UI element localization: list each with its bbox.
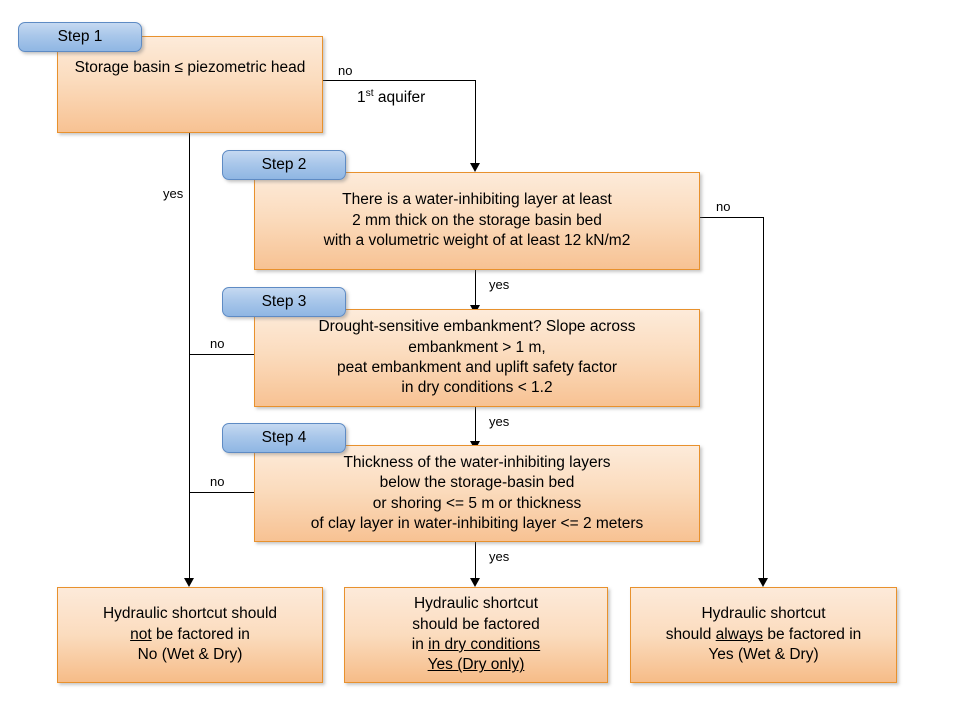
step2-line-2: 2 mm thick on the storage basin bed [352,211,602,229]
edge-label-step4-yes: yes [489,549,510,564]
aquifer-ordinal: st [365,88,374,99]
connector-step1-no-vertical [475,80,477,164]
step4-text: Thickness of the water-inhibiting layers… [255,453,699,535]
step2-badge[interactable]: Step 2 [222,150,346,180]
step3-box[interactable]: Drought-sensitive embankment? Slope acro… [254,309,700,407]
connector-step1-no-horizontal [322,80,476,82]
arrow-into-result-right [758,578,768,587]
result-middle-line-2: should be factored [412,615,540,633]
step4-badge-label: Step 4 [261,429,307,446]
aquifer-word: aquifer [373,89,426,107]
step1-box[interactable]: Storage basin ≤ piezometric head [57,36,323,133]
result-right-box[interactable]: Hydraulic shortcut should always be fact… [630,587,897,683]
connector-step2-no-horizontal [700,217,764,219]
result-middle-box[interactable]: Hydraulic shortcut should be factored in… [344,587,608,683]
result-right-line-2-suffix: be factored in [763,625,862,643]
step1-badge[interactable]: Step 1 [18,22,142,52]
step2-line-1: There is a water-inhibiting layer at lea… [342,191,612,209]
step1-text: Storage basin ≤ piezometric head [58,37,322,78]
step2-badge-label: Step 2 [261,156,307,173]
step3-badge-label: Step 3 [261,293,307,310]
step1-badge-label: Step 1 [57,28,103,45]
result-right-line-2: should always be factored in [637,625,890,645]
result-right-line-3: Yes (Wet & Dry) [708,646,819,664]
result-left-box[interactable]: Hydraulic shortcut should not be factore… [57,587,323,683]
result-left-text: Hydraulic shortcut should not be factore… [58,604,322,665]
step2-text: There is a water-inhibiting layer at lea… [255,190,699,251]
step1-line-1: Storage basin ≤ piezometric head [74,59,306,76]
result-middle-line-1: Hydraulic shortcut [413,595,539,613]
arrow-into-result-middle [470,578,480,587]
result-middle-verdict: Yes (Dry only) [427,656,525,674]
connector-step3-yes-vertical [475,407,477,445]
connector-step4-no-horizontal [189,492,254,494]
result-right-line-1: Hydraulic shortcut [701,605,826,623]
result-middle-emphasis: in dry conditions [428,636,541,653]
arrow-into-step2 [470,163,480,172]
step2-line-3: with a volumetric weight of at least 12 … [323,232,631,250]
connector-step1-yes-vertical [189,133,191,579]
edge-label-first-aquifer: 1st aquifer [357,88,425,107]
result-left-emphasis: not [130,625,152,643]
step4-line-4: of clay layer in water-inhibiting layer … [310,514,644,532]
edge-label-step3-yes: yes [489,414,510,429]
edge-label-step1-yes: yes [163,186,184,201]
result-right-text: Hydraulic shortcut should always be fact… [631,604,896,665]
result-right-line-2-prefix: should [665,625,716,643]
step3-text: Drought-sensitive embankment? Slope acro… [255,317,699,399]
edge-label-step1-no: no [338,63,353,78]
step2-box[interactable]: There is a water-inhibiting layer at lea… [254,172,700,270]
step4-line-3: or shoring <= 5 m or thickness [372,494,582,512]
step3-line-1: Drought-sensitive embankment? Slope acro… [318,318,636,336]
result-left-line-3: No (Wet & Dry) [137,646,243,664]
step3-line-2: embankment > 1 m, [408,338,546,356]
result-left-line-2: not be factored in [64,625,316,645]
edge-label-step2-yes: yes [489,277,510,292]
connector-step4-yes-vertical [475,542,477,580]
result-left-line-2-rest: be factored in [151,625,250,643]
result-middle-line-4: Yes (Dry only) [351,655,601,675]
edge-label-step3-no: no [210,336,225,351]
result-right-emphasis: always [715,625,764,643]
step4-badge[interactable]: Step 4 [222,423,346,453]
step3-line-4: in dry conditions < 1.2 [401,379,553,397]
edge-label-step4-no: no [210,474,225,489]
aquifer-number: 1 [357,89,366,107]
step4-line-1: Thickness of the water-inhibiting layers [343,453,611,471]
arrow-into-result-left [184,578,194,587]
connector-step2-no-vertical [763,217,765,579]
result-left-line-1: Hydraulic shortcut should [102,605,278,623]
result-middle-text: Hydraulic shortcut should be factored in… [345,594,607,676]
result-middle-line-3-prefix: in [411,636,429,653]
step3-line-3: peat embankment and uplift safety factor [336,359,618,376]
edge-label-step2-no: no [716,199,731,214]
step4-box[interactable]: Thickness of the water-inhibiting layers… [254,445,700,542]
result-middle-line-3: in in dry conditions [351,635,601,655]
step3-badge[interactable]: Step 3 [222,287,346,317]
connector-step2-yes-vertical [475,270,477,309]
connector-step3-no-horizontal [189,354,254,356]
step4-line-2: below the storage-basin bed [379,474,575,492]
